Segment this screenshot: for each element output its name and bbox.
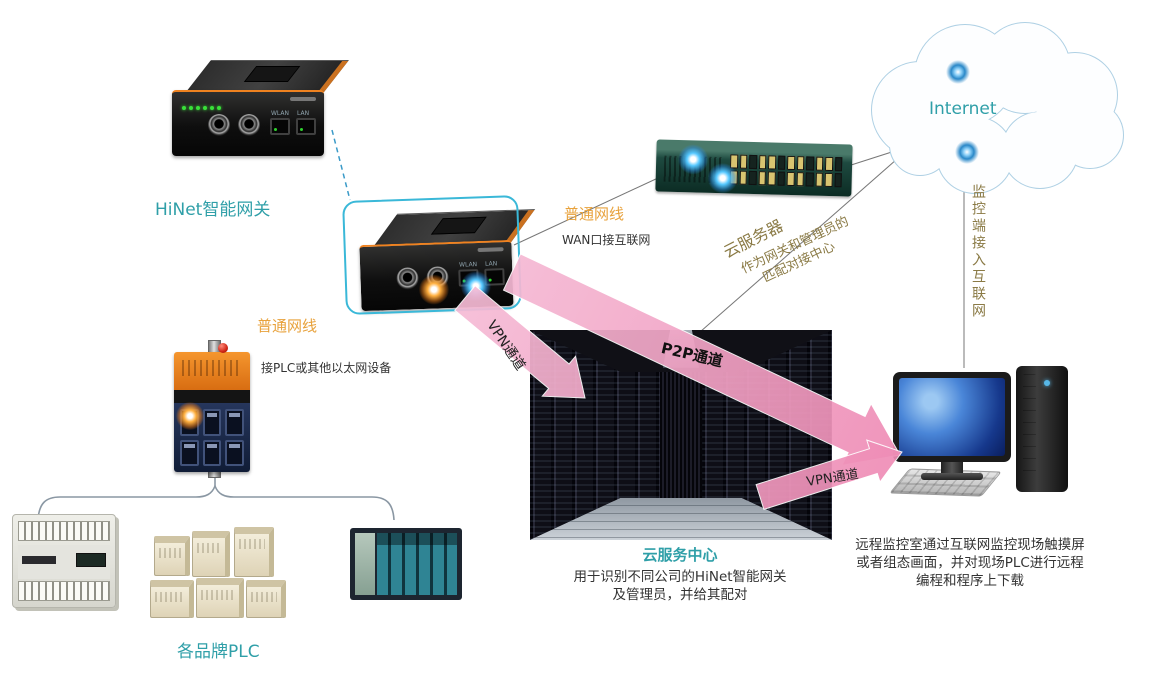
cloud-server-switch-device xyxy=(655,139,853,197)
wlan-port: WLAN xyxy=(270,110,290,135)
computer-tower xyxy=(1016,366,1068,492)
lan-port-label: LAN xyxy=(297,110,310,117)
tower-drive-bays xyxy=(1023,374,1036,478)
cloud-center-desc-line2: 及管理员，并给其配对 xyxy=(612,587,748,604)
lan-port: LAN xyxy=(296,110,316,135)
remote-computer-device xyxy=(888,364,1073,499)
switch-orange-housing xyxy=(174,352,250,390)
gateway-front-panel: WLAN LAN xyxy=(172,90,324,156)
vpn-tunnel-left-label: VPN通道 xyxy=(483,317,529,374)
plc-module xyxy=(246,580,286,618)
plc-module xyxy=(234,527,274,577)
gateway-top-connector xyxy=(243,66,301,82)
cloud-node-glow-top xyxy=(946,60,970,84)
plc-module xyxy=(154,536,190,576)
plc-device-1 xyxy=(12,514,116,608)
plc-device-3 xyxy=(350,528,462,600)
plc-terminal-row xyxy=(18,521,110,541)
cloud-center-desc-line1: 用于识别不同公司的HiNet智能网关 xyxy=(573,569,787,585)
switch-vents xyxy=(663,155,723,184)
plc-group-label: 各品牌PLC xyxy=(177,642,260,662)
server-racks-back xyxy=(659,367,703,503)
wan-cable-label: 普通网线 xyxy=(564,205,625,223)
lan-cable-label: 普通网线 xyxy=(257,317,318,335)
gateway-status-leds xyxy=(182,106,221,110)
gateway-orange-accent xyxy=(318,61,349,92)
plc-terminal-row xyxy=(18,581,110,601)
plc-power-module xyxy=(355,533,375,595)
gateway-logo xyxy=(290,97,316,101)
monitor-screen xyxy=(899,378,1005,456)
monitor xyxy=(893,372,1011,462)
antenna-connector-icon xyxy=(208,114,230,136)
switch-body xyxy=(655,139,853,197)
cloud-node-glow-bottom xyxy=(955,140,979,164)
red-indicator-dome xyxy=(218,343,228,353)
plc-device-2 xyxy=(150,524,290,622)
hinet-gateway-device: WLAN LAN xyxy=(172,60,352,160)
monitor-stand xyxy=(941,462,963,474)
plc-module xyxy=(150,580,194,618)
monitor-base xyxy=(921,473,983,480)
plc-io-modules xyxy=(377,533,457,595)
switch-label-band xyxy=(174,390,250,403)
gateway-highlight-outline xyxy=(342,194,522,316)
antenna-connector-icon xyxy=(238,114,260,136)
cloud-center-title: 云服务中心 xyxy=(642,546,718,564)
plc-module xyxy=(196,578,244,618)
active-port-glow-orange xyxy=(176,402,204,430)
remote-room-desc-line2: 或者组态画面，并对现场PLC进行远程 xyxy=(856,555,1084,572)
cloud-center-caption: 云服务中心 用于识别不同公司的HiNet智能网关 及管理员，并给其配对 xyxy=(528,544,832,604)
remote-room-caption: 远程监控室通过互联网监控现场触摸屏 或者组态画面，并对现场PLC进行远程 编程和… xyxy=(820,536,1120,591)
remote-room-desc-line3: 编程和程序上下载 xyxy=(916,573,1024,590)
line-switch-to-cloud xyxy=(847,149,899,167)
gateway-label: HiNet智能网关 xyxy=(155,200,271,220)
lan-cable-note: 接PLC或其他以太网设备 xyxy=(261,361,392,375)
internet-label: Internet xyxy=(929,99,997,119)
switch-ports xyxy=(729,154,843,188)
industrial-switch-body xyxy=(174,352,250,472)
internet-cloud xyxy=(871,22,1124,194)
remote-room-desc-line1: 远程监控室通过互联网监控现场触摸屏 xyxy=(855,537,1085,553)
plc-brand-label xyxy=(22,556,56,564)
wlan-port-label: WLAN xyxy=(271,110,290,117)
plc-module xyxy=(192,531,230,577)
power-led xyxy=(1044,380,1050,386)
industrial-switch-device xyxy=(168,338,256,482)
wan-cable-note: WAN口接互联网 xyxy=(562,233,651,247)
gateway-top-face xyxy=(186,60,350,92)
plc-led-window xyxy=(76,553,106,567)
monitor-access-label: 监控端接入互联网 xyxy=(970,184,986,320)
